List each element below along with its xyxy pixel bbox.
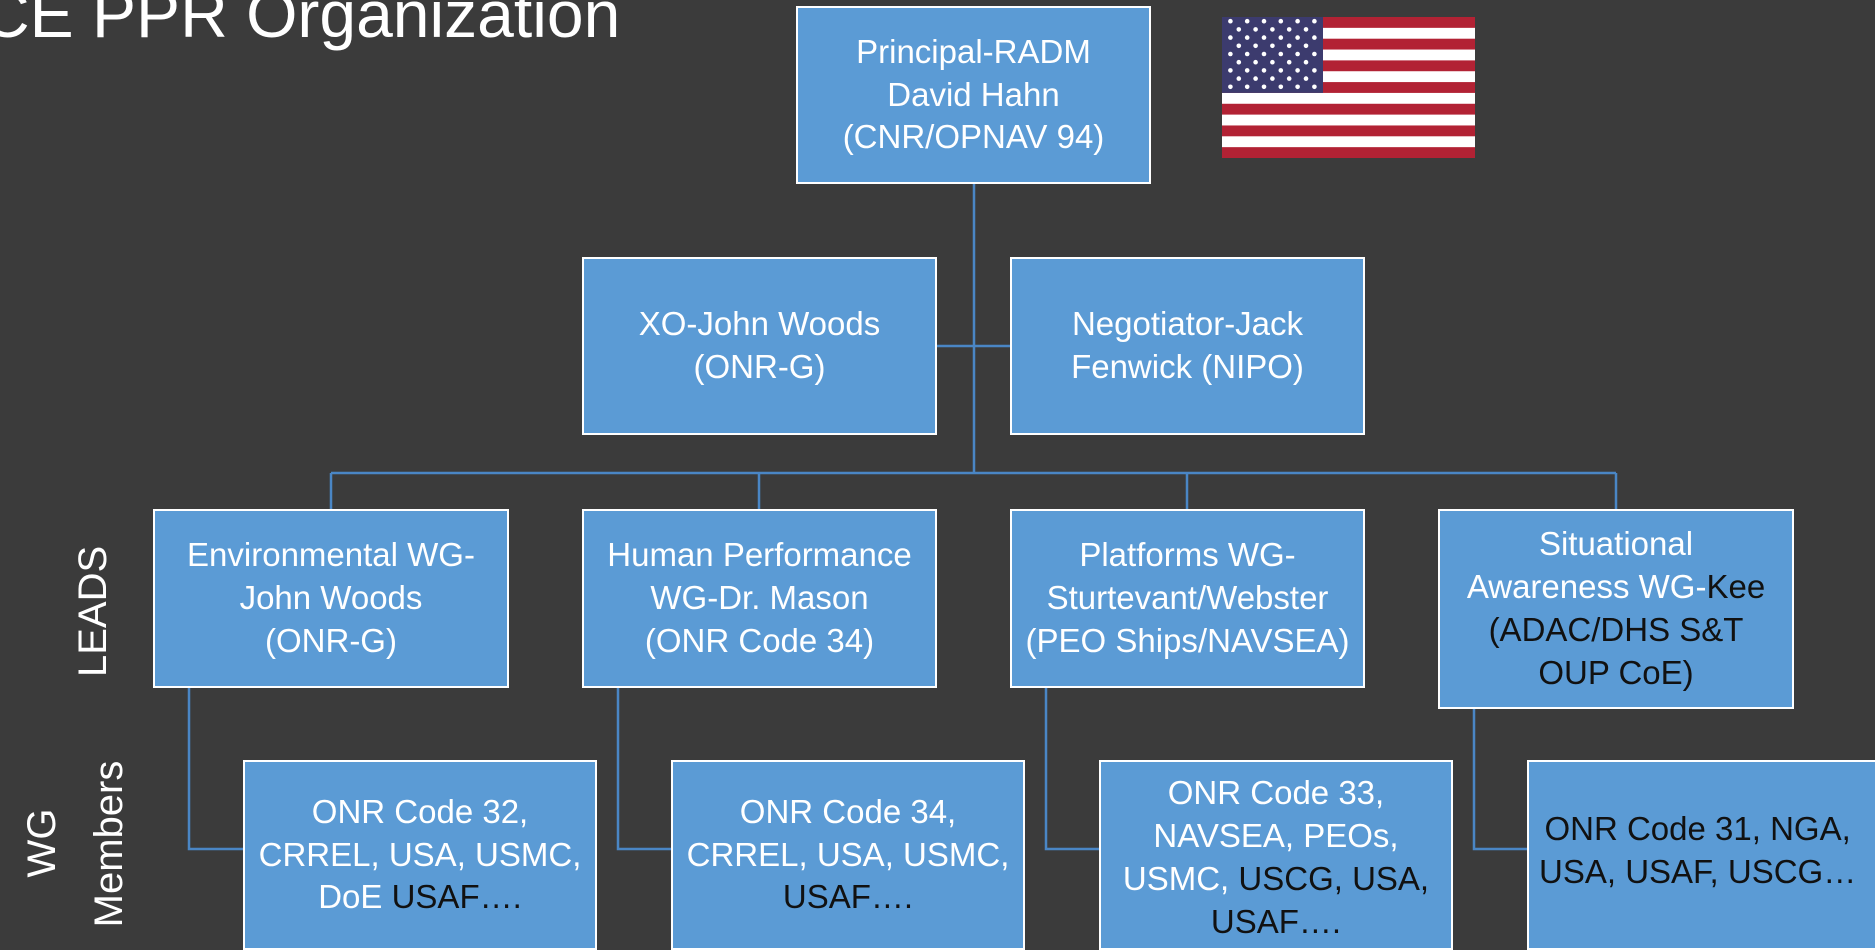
side-label-members: Members [87, 760, 131, 928]
flag-star [1303, 76, 1309, 81]
connector-members-2 [616, 688, 671, 851]
members-label: ONR Code 32, CRREL, USA, USMC, DoE [258, 792, 582, 916]
flag-star [1244, 51, 1250, 57]
flag-star [1253, 27, 1258, 32]
flag-star [1295, 18, 1300, 24]
flag-star [1312, 84, 1317, 90]
members-label: ONR Code 33, NAVSEA, PEOs, USMC, [1122, 774, 1399, 897]
flag-star [1295, 84, 1300, 90]
flag-star [1228, 51, 1233, 57]
negotiator-box: Negotiator-Jack Fenwick (NIPO) [1010, 257, 1365, 435]
side-label-leads: LEADS [71, 545, 115, 677]
principal-box: Principal-RADM David Hahn (CNR/OPNAV 94) [796, 6, 1151, 184]
lead-label: Environmental WG- John Woods (ONR-G) [187, 536, 475, 659]
flag-star [1278, 35, 1284, 40]
members-label-tail: USAF…. [391, 878, 522, 916]
flag-star [1303, 59, 1309, 65]
flag-star [1270, 76, 1275, 81]
lead-label-tail: Kee (ADAC/DHS S&T OUP CoE) [1488, 568, 1766, 691]
flag-star [1270, 27, 1275, 32]
members-label-tail: USCG, USA, USAF…. [1210, 860, 1430, 940]
connector-members-3 [1044, 688, 1099, 851]
flag-star [1228, 18, 1233, 24]
flag-star [1236, 76, 1242, 81]
flag-star [1261, 51, 1267, 57]
xo-label: XO-John Woods (ONR-G) [638, 305, 881, 385]
flag-star [1278, 84, 1284, 90]
lead-box-environmental: Environmental WG- John Woods (ONR-G) [153, 509, 509, 688]
flag-star [1286, 59, 1292, 65]
lead-label: Platforms WG- Sturtevant/Webster (PEO Sh… [1025, 536, 1350, 659]
flag-star [1295, 68, 1300, 73]
flag-star [1261, 84, 1267, 90]
lead-box-platforms: Platforms WG- Sturtevant/Webster (PEO Sh… [1010, 509, 1365, 688]
flag-star [1312, 51, 1317, 57]
members-box-situational-awareness: ONR Code 31, NGA, USA, USAF, USCG… [1527, 760, 1875, 950]
members-box-platforms: ONR Code 33, NAVSEA, PEOs, USMC, USCG, U… [1099, 760, 1453, 950]
flag-star [1278, 18, 1284, 24]
flag-star [1295, 51, 1300, 57]
flag-star [1244, 18, 1250, 24]
flag-star [1236, 27, 1242, 32]
flag-star [1295, 35, 1300, 40]
flag-star [1312, 35, 1317, 40]
flag-star [1312, 18, 1317, 24]
side-label-wg: WG [20, 808, 64, 878]
flag-star [1228, 35, 1233, 40]
connector-members-4 [1472, 709, 1527, 851]
members-label-tail: ONR Code 31, NGA, USA, USAF, USCG… [1539, 810, 1857, 890]
flag-star [1228, 84, 1233, 90]
flag-star [1278, 51, 1284, 57]
connector-members-1 [187, 688, 243, 851]
lead-label: Human Performance WG-Dr. Mason (ONR Code… [607, 536, 912, 659]
lead-box-situational-awareness: Situational Awareness WG-Kee (ADAC/DHS S… [1438, 509, 1794, 709]
flag-star [1244, 35, 1250, 40]
lead-label: Situational Awareness WG- [1466, 525, 1707, 606]
members-label-tail: USAF…. [782, 878, 914, 916]
flag-star [1270, 43, 1275, 49]
flag-star [1253, 59, 1258, 65]
principal-label: Principal-RADM David Hahn (CNR/OPNAV 94) [842, 32, 1105, 156]
flag-star [1303, 43, 1309, 49]
page-title: CE PPR Organization [0, 0, 621, 51]
members-box-human-performance: ONR Code 34, CRREL, USA, USMC, USAF…. [671, 760, 1025, 950]
flag-star [1303, 27, 1309, 32]
flag-star [1228, 68, 1233, 73]
xo-box: XO-John Woods (ONR-G) [582, 257, 937, 435]
members-label: ONR Code 34, CRREL, USA, USMC, [686, 792, 1010, 873]
flag-star [1286, 43, 1292, 49]
lead-box-human-performance: Human Performance WG-Dr. Mason (ONR Code… [582, 509, 937, 688]
flag-star [1236, 59, 1242, 65]
us-flag-icon [1222, 17, 1475, 158]
flag-star [1312, 68, 1317, 73]
flag-star [1253, 76, 1258, 81]
negotiator-label: Negotiator-Jack Fenwick (NIPO) [1071, 305, 1304, 385]
flag-star [1278, 68, 1284, 73]
flag-star [1286, 76, 1292, 81]
flag-star [1244, 84, 1250, 90]
flag-star [1244, 68, 1250, 73]
flag-star [1236, 43, 1242, 49]
flag-star [1253, 43, 1258, 49]
flag-star [1270, 59, 1275, 65]
flag-star [1261, 35, 1267, 40]
members-box-environmental: ONR Code 32, CRREL, USA, USMC, DoE USAF…… [243, 760, 597, 950]
flag-star [1261, 68, 1267, 73]
flag-star [1261, 18, 1267, 24]
flag-star [1286, 27, 1292, 32]
